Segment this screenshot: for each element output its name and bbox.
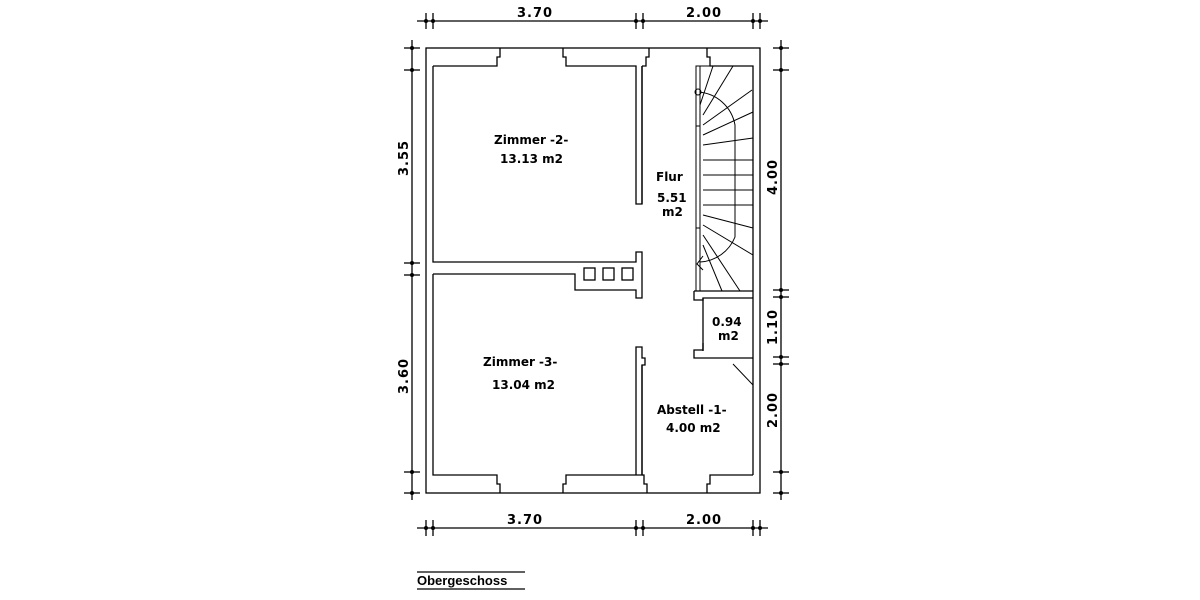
dim-right-1: 4.00 <box>766 159 781 195</box>
dimension-bottom <box>417 520 768 536</box>
abstell-door-swing <box>732 363 754 386</box>
flur-area-unit: m2 <box>662 205 683 219</box>
abstell-area: 4.00 m2 <box>666 421 721 435</box>
plan-title: Obergeschoss <box>417 573 507 588</box>
zimmer-3-area: 13.04 m2 <box>492 378 555 392</box>
small-room-area-unit: m2 <box>718 329 739 343</box>
dim-bottom-2: 2.00 <box>686 513 722 528</box>
zimmer-2-name: Zimmer -2- <box>494 133 568 147</box>
dim-top-1: 3.70 <box>517 6 553 21</box>
chimney-flue-3 <box>621 267 634 281</box>
staircase <box>694 65 754 292</box>
flur-area-value: 5.51 <box>657 191 687 205</box>
abstell-name: Abstell -1- <box>657 403 727 417</box>
dim-left-1: 3.55 <box>397 140 412 176</box>
abstell-bottom-wall <box>642 474 753 493</box>
dim-top-2: 2.00 <box>686 6 722 21</box>
dim-right-2: 1.10 <box>766 309 781 345</box>
small-room-wall <box>693 298 753 359</box>
zimmer-2-wall <box>433 48 643 205</box>
small-room-area-value: 0.94 <box>712 315 742 329</box>
dimension-top <box>417 13 768 29</box>
dimension-right <box>773 40 789 500</box>
flur-name: Flur <box>656 170 683 184</box>
zimmer-2-area: 13.13 m2 <box>500 152 563 166</box>
outer-wall <box>425 47 761 494</box>
dim-left-2: 3.60 <box>397 358 412 394</box>
zimmer-2-bottom-wall <box>432 66 643 299</box>
zimmer-3-name: Zimmer -3- <box>483 355 557 369</box>
dim-right-3: 2.00 <box>766 392 781 428</box>
chimney-flue-2 <box>602 267 615 281</box>
chimney-flue-1 <box>583 267 596 281</box>
dim-bottom-1: 3.70 <box>507 513 543 528</box>
dimension-left <box>404 40 420 500</box>
